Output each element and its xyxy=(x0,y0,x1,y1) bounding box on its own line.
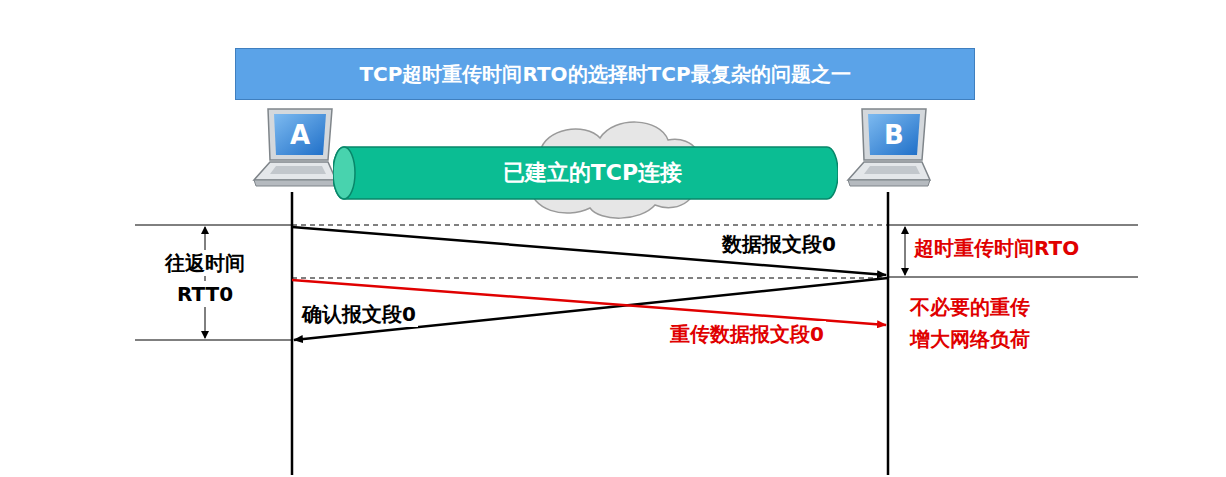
data-arrow xyxy=(292,227,886,275)
rtt-label: 往返时间 xyxy=(163,250,247,276)
laptop-host: A xyxy=(248,106,338,192)
rto-label: 超时重传时间RTO xyxy=(912,235,1081,261)
title-text: TCP超时重传时间RTO的选择时TCP最复杂的问题之一 xyxy=(359,61,850,88)
note-label: 不必要的重传 xyxy=(908,294,1032,320)
rtt-label: RTT0 xyxy=(175,281,235,307)
tcp-connection-pipe: 已建立的TCP连接 xyxy=(333,145,838,201)
host-letter: B xyxy=(884,120,904,150)
timeline-a xyxy=(291,192,294,475)
segment-label: 数据报文段0 xyxy=(720,231,838,257)
rto-bracket xyxy=(905,227,906,275)
text-area: B xyxy=(870,114,918,155)
connection-label: 已建立的TCP连接 xyxy=(503,158,682,188)
note-label: 增大网络负荷 xyxy=(908,326,1032,352)
laptop-host: B xyxy=(842,106,932,192)
timeline-b xyxy=(887,192,890,475)
text-area: A xyxy=(276,114,324,155)
segment-label: 重传数据报文段0 xyxy=(668,321,826,347)
guide-lines xyxy=(135,225,1138,340)
text-area: 已建立的TCP连接 xyxy=(357,145,828,201)
segment-label: 确认报文段0 xyxy=(300,301,418,327)
host-letter: A xyxy=(290,120,310,150)
title-bar: TCP超时重传时间RTO的选择时TCP最复杂的问题之一 xyxy=(235,48,975,100)
